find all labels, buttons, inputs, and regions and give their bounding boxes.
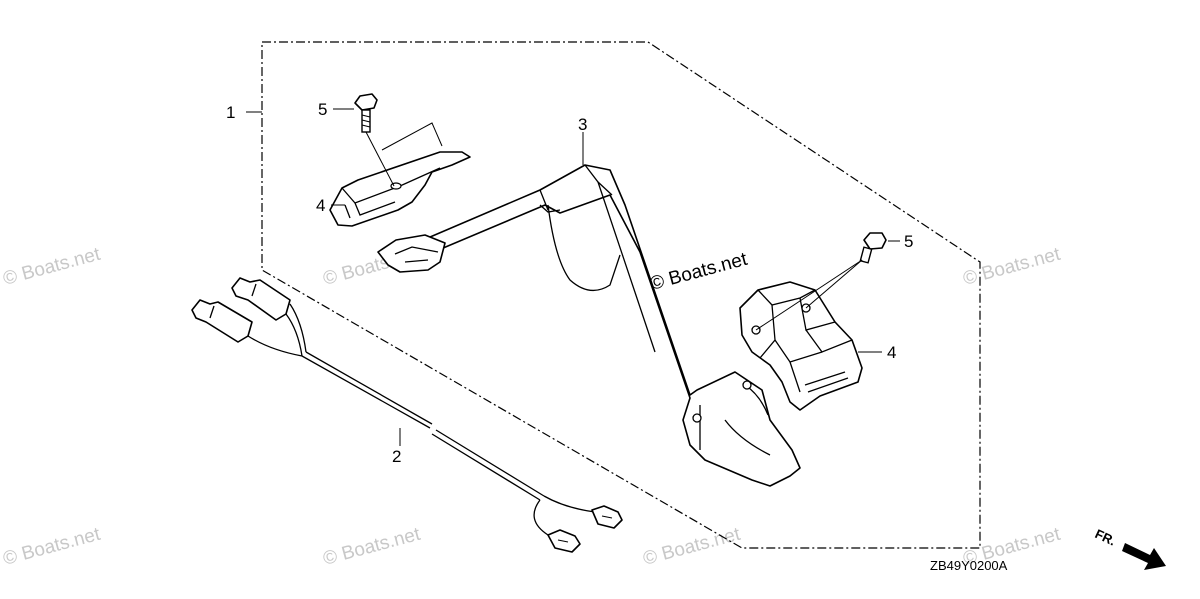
watermark: © Boats.net xyxy=(321,524,423,570)
leader-lines xyxy=(246,108,900,446)
fr-label: FR. xyxy=(1093,526,1118,548)
watermark: © Boats.net xyxy=(961,244,1063,290)
callout-4-left: 4 xyxy=(316,196,325,215)
part-5-bolt-left xyxy=(354,93,395,187)
callout-5-left: 5 xyxy=(318,100,327,119)
diagram-code: ZB49Y0200A xyxy=(930,558,1008,573)
watermark-layer: © Boats.net © Boats.net © Boats.net © Bo… xyxy=(1,244,1063,570)
part-2-wire-harness xyxy=(191,277,623,553)
assembly-boundary xyxy=(261,41,981,549)
part-4-right-cover xyxy=(739,281,863,411)
callout-4-right: 4 xyxy=(887,343,896,362)
part-5-bolt-right xyxy=(755,232,887,331)
part-3-bracket xyxy=(377,164,801,487)
front-arrow-icon xyxy=(1122,543,1166,570)
front-direction-indicator: FR. xyxy=(1093,526,1166,570)
part-4-upper-clamp xyxy=(329,151,471,227)
watermark: © Boats.net xyxy=(1,524,103,570)
callout-2: 2 xyxy=(392,447,401,466)
watermark-center: © Boats.net xyxy=(648,249,750,295)
watermark: © Boats.net xyxy=(641,524,743,570)
watermark: © Boats.net xyxy=(1,244,103,290)
callout-5-right: 5 xyxy=(904,232,913,251)
callout-3: 3 xyxy=(578,115,587,134)
callouts: 1 2 3 4 4 5 5 xyxy=(226,100,913,466)
callout-1: 1 xyxy=(226,103,235,122)
